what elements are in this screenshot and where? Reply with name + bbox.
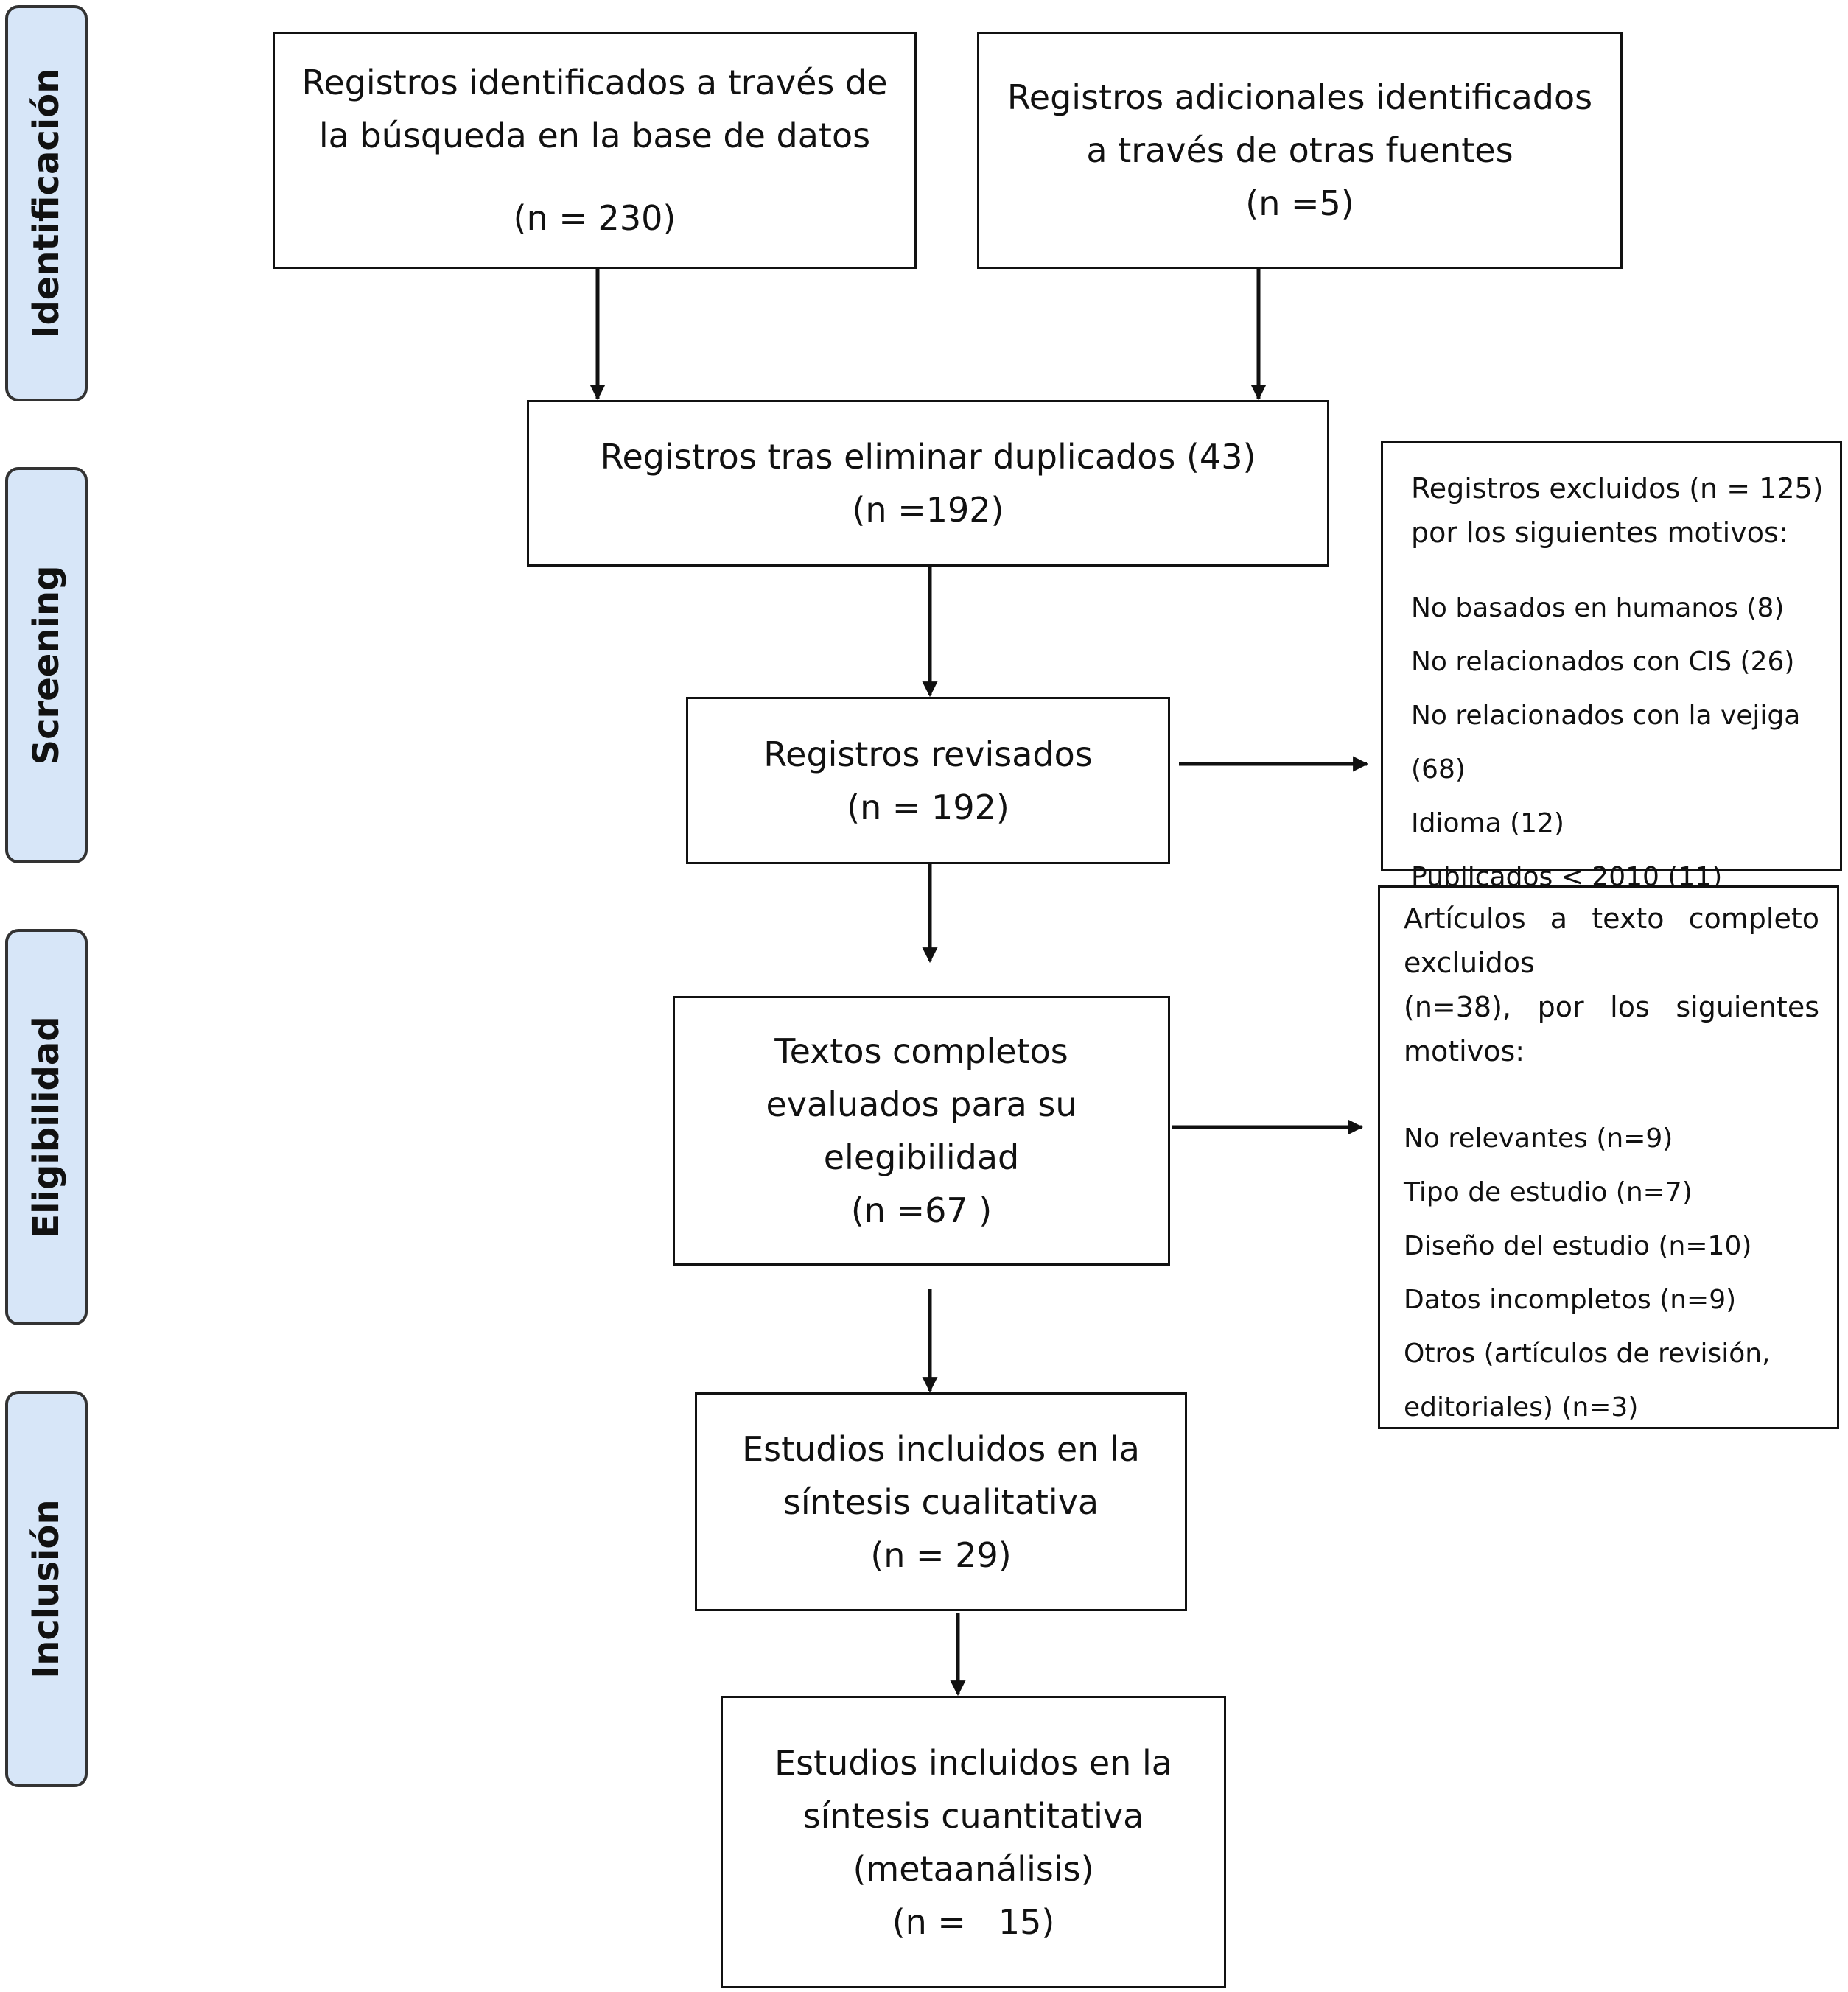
box-line: Registros tras eliminar duplicados (43): [600, 437, 1256, 477]
box-count: (n = 15): [892, 1901, 1055, 1942]
box-line: Estudios incluidos en la: [742, 1428, 1140, 1469]
box-count: (n = 29): [870, 1535, 1012, 1575]
box-line: (metaanálisis): [853, 1848, 1094, 1889]
phase-inclusion: Inclusión: [5, 1391, 88, 1787]
exclusion-reason: Otros (artículos de revisión,: [1404, 1339, 1771, 1369]
box-line: evaluados para su: [766, 1084, 1077, 1124]
box-line: Registros identificados a través de: [301, 63, 888, 102]
deduplicated-box: Registros tras eliminar duplicados (43) …: [527, 400, 1329, 567]
exclusion-reason: No relacionados con CIS (26): [1411, 647, 1795, 677]
box-line: la búsqueda en la base de datos: [318, 116, 871, 155]
other-sources-box: Registros adicionales identificados a tr…: [977, 32, 1623, 269]
box-line: síntesis cuantitativa: [802, 1795, 1144, 1836]
exclusion-reason: Tipo de estudio (n=7): [1404, 1177, 1693, 1207]
exclusion-reason: Diseño del estudio (n=10): [1404, 1231, 1752, 1261]
box-line: elegibilidad: [823, 1137, 1020, 1177]
box-line: Registros revisados: [763, 734, 1093, 774]
exclusion-reason: editoriales) (n=3): [1404, 1392, 1639, 1423]
quantitative-box: Estudios incluidos en la síntesis cuanti…: [721, 1696, 1226, 1988]
box-count: (n =67 ): [850, 1190, 993, 1230]
box-count: (n =192): [852, 490, 1004, 530]
exclusion-reason: No basados en humanos (8): [1411, 593, 1785, 623]
excluded-records-box: Registros excluidos (n = 125) por los si…: [1381, 441, 1842, 892]
box-line: Textos completos: [774, 1031, 1068, 1071]
box-line: síntesis cualitativa: [783, 1481, 1099, 1522]
screened-box: Registros revisados (n = 192): [686, 697, 1170, 864]
phase-screening: Screening: [5, 467, 88, 863]
excluded-fulltext-heading: excluidos: [1404, 947, 1535, 979]
excluded-records-heading: por los siguientes motivos:: [1411, 516, 1788, 549]
box-line: Estudios incluidos en la: [774, 1742, 1172, 1783]
phase-eligibilidad: Eligibilidad: [5, 929, 88, 1325]
excluded-fulltext-heading: Artículos a texto completo: [1404, 902, 1819, 935]
phase-identificacion: Identificación: [5, 5, 88, 401]
db-search-box: Registros identificados a través de la b…: [273, 32, 917, 269]
box-count: (n =5): [1245, 183, 1354, 223]
exclusion-reason: Idioma (12): [1411, 808, 1564, 838]
exclusion-reason: Datos incompletos (n=9): [1404, 1285, 1737, 1315]
box-count: (n = 230): [513, 198, 676, 238]
excluded-records-heading: Registros excluidos (n = 125): [1411, 472, 1824, 505]
box-line: a través de otras fuentes: [1086, 130, 1513, 170]
qualitative-box: Estudios incluidos en la síntesis cualit…: [695, 1392, 1187, 1611]
excluded-fulltext-heading: (n=38), por los siguientes: [1404, 991, 1819, 1023]
excluded-fulltext-heading: motivos:: [1404, 1035, 1525, 1067]
excluded-fulltext-box: Artículos a texto completo excluidos (n=…: [1378, 885, 1839, 1429]
box-count: (n = 192): [847, 787, 1009, 827]
box-line: Registros adicionales identificados: [1007, 77, 1593, 117]
exclusion-reason: No relacionados con la vejiga (68): [1411, 701, 1801, 785]
exclusion-reason: No relevantes (n=9): [1404, 1123, 1673, 1154]
fulltext-box: Textos completos evaluados para su elegi…: [673, 996, 1170, 1266]
